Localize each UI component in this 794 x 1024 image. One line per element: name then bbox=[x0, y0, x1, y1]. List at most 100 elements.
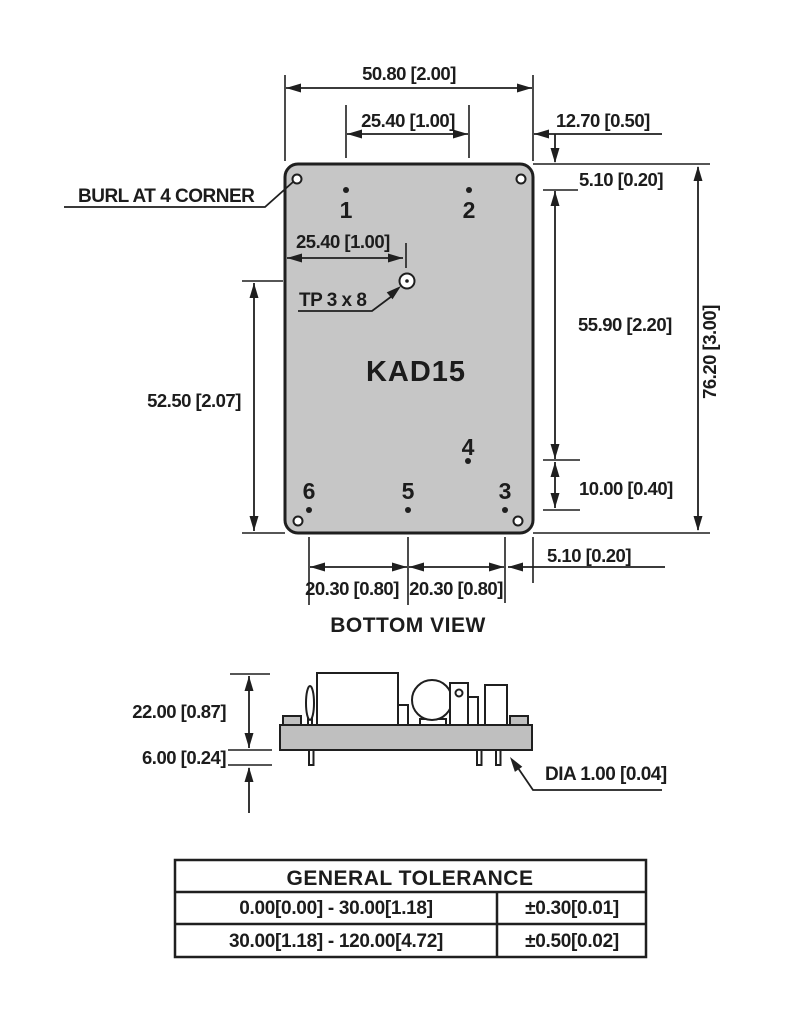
side-view: 22.00 [0.87] 6.00 [0.24] DIA 1.00 [0.04] bbox=[132, 672, 667, 813]
dim-left-span: 52.50 [2.07] bbox=[147, 280, 283, 531]
dim-right-offset: 12.70 [0.50] bbox=[534, 110, 662, 139]
dim-left-span-text: 52.50 [2.07] bbox=[147, 390, 241, 411]
table-outer-border bbox=[173, 858, 648, 959]
pin1-dot bbox=[343, 187, 349, 193]
dim-pitch-bl-arrow-right bbox=[392, 562, 407, 572]
pin1-label: 1 bbox=[340, 197, 353, 223]
side-capacitor-ellipse bbox=[305, 685, 315, 721]
dim-right-offset-arrow bbox=[534, 129, 549, 139]
dim-top-inset-arrow-down bbox=[550, 148, 560, 163]
pin6-label: 6 bbox=[303, 478, 316, 504]
table-title: GENERAL TOLERANCE bbox=[287, 867, 534, 890]
dim-left-span-arrow-down bbox=[249, 516, 259, 531]
dia-note-text: DIA 1.00 [0.04] bbox=[545, 764, 667, 785]
dim-pin4-offset-ticks bbox=[543, 459, 580, 511]
dim-side-height-arrow-down bbox=[244, 733, 254, 748]
dim-tp-offset-text: 25.40 [1.00] bbox=[296, 231, 390, 252]
dim-bottom-inset-text: 5.10 [0.20] bbox=[547, 545, 631, 566]
pin-labels: 1 2 4 6 5 3 bbox=[303, 197, 512, 504]
pin4-dot bbox=[465, 458, 471, 464]
tp-hole bbox=[398, 272, 416, 290]
side-pin-mid bbox=[476, 749, 483, 766]
tp-note: TP 3 x 8 bbox=[298, 286, 401, 312]
table-grid-lines bbox=[175, 890, 646, 957]
dim-height-right: 76.20 [3.00] bbox=[693, 166, 720, 531]
dia-leader-arrowhead bbox=[510, 757, 523, 772]
dim-pin4-offset-arrow-down bbox=[550, 493, 560, 508]
side-left-pad bbox=[282, 715, 302, 726]
pin6-dot bbox=[306, 507, 312, 513]
dim-side-height: 22.00 [0.87] bbox=[132, 673, 270, 748]
tp-leader-line bbox=[298, 295, 393, 312]
dim-pitch-br-arrow-left bbox=[409, 562, 424, 572]
table-row1-range: 0.00[0.00] - 30.00[1.18] bbox=[239, 898, 432, 919]
side-transformer-block bbox=[316, 672, 399, 726]
bottom-view: 1 2 4 6 5 3 KAD15 BURL AT 4 CORNER TP 3 … bbox=[64, 63, 720, 637]
dim-span-right-text: 55.90 [2.20] bbox=[578, 314, 672, 335]
module-body-outline bbox=[283, 162, 535, 535]
dim-pitch-bl-arrow-left bbox=[310, 562, 325, 572]
corner-holes bbox=[291, 173, 527, 527]
dim-pin4-offset-text: 10.00 [0.40] bbox=[579, 478, 673, 499]
pin5-label: 5 bbox=[402, 478, 415, 504]
dim-height-right-arrow-up bbox=[693, 166, 703, 181]
side-right-pad bbox=[509, 715, 529, 726]
module-name-label: KAD15 bbox=[366, 356, 466, 388]
pin3-label: 3 bbox=[499, 478, 512, 504]
dim-top-inset: 5.10 [0.20] bbox=[533, 134, 710, 191]
dim-pin-length: 6.00 [0.24] bbox=[142, 747, 272, 813]
pin3-dot bbox=[502, 507, 508, 513]
general-tolerance-table: GENERAL TOLERANCE 0.00[0.00] - 30.00[1.1… bbox=[173, 858, 648, 959]
tp-hole-center-dot bbox=[405, 279, 409, 283]
dim-pitch-top-arrow-left bbox=[347, 129, 362, 139]
dim-pitch-top-arrow-right bbox=[453, 129, 468, 139]
dim-height-right-text: 76.20 [3.00] bbox=[699, 305, 720, 399]
dim-width-top-extension-lines bbox=[284, 75, 534, 161]
side-pin-right bbox=[495, 749, 502, 766]
pin4-label: 4 bbox=[462, 434, 475, 460]
pin2-dot bbox=[466, 187, 472, 193]
tp-note-text: TP 3 x 8 bbox=[299, 290, 366, 311]
table-row2-tolerance: ±0.50[0.02] bbox=[525, 931, 619, 952]
dim-pin-length-text: 6.00 [0.24] bbox=[142, 747, 226, 768]
dim-width-top: 50.80 [2.00] bbox=[284, 63, 534, 161]
dim-side-height-text: 22.00 [0.87] bbox=[132, 701, 226, 722]
side-mid-component bbox=[467, 696, 479, 726]
dim-pitch-top-text: 25.40 [1.00] bbox=[361, 110, 455, 131]
dim-bottom-inset-arrow bbox=[508, 562, 523, 572]
dim-width-top-arrow-right bbox=[517, 83, 532, 93]
dia-leader-line bbox=[515, 764, 662, 791]
dim-span-right-arrow-up bbox=[550, 191, 560, 206]
side-tall-component bbox=[484, 684, 508, 726]
dim-pitch-br-arrow-right bbox=[489, 562, 504, 572]
table-row1-tolerance: ±0.30[0.01] bbox=[525, 898, 619, 919]
pin2-label: 2 bbox=[463, 197, 476, 223]
dim-tp-offset-arrow-right bbox=[388, 253, 403, 263]
dim-side-height-arrow-up bbox=[244, 676, 254, 691]
side-pin-left bbox=[308, 749, 315, 766]
dim-pin-pitch-top: 25.40 [1.00] bbox=[345, 105, 470, 158]
dia-note: DIA 1.00 [0.04] bbox=[510, 757, 667, 791]
side-component-hole bbox=[454, 688, 464, 698]
dim-height-right-arrow-down bbox=[693, 516, 703, 531]
dim-width-top-arrow-left bbox=[286, 83, 301, 93]
pin-dots bbox=[306, 187, 508, 513]
dim-bottom-inset: 5.10 [0.20] bbox=[508, 545, 665, 572]
dim-tp-offset-arrow-left bbox=[287, 253, 302, 263]
burl-leader-line bbox=[64, 181, 294, 208]
dim-left-span-arrow-up bbox=[249, 283, 259, 298]
dim-span-right-arrow-down bbox=[550, 444, 560, 459]
corner-hole-top-right bbox=[515, 173, 527, 185]
dim-pitch-top-extension-lines bbox=[345, 105, 470, 158]
bottom-view-caption: BOTTOM VIEW bbox=[330, 614, 486, 637]
burl-note: BURL AT 4 CORNER bbox=[64, 181, 294, 208]
corner-hole-top-left bbox=[291, 173, 303, 185]
side-step-component bbox=[397, 704, 409, 726]
corner-hole-bottom-left bbox=[292, 515, 304, 527]
dim-pitch-br-text: 20.30 [0.80] bbox=[409, 578, 503, 599]
dim-tp-offset: 25.40 [1.00] bbox=[287, 231, 407, 268]
dim-pitch-bl-text: 20.30 [0.80] bbox=[305, 578, 399, 599]
dim-pin-length-arrow-up bbox=[244, 767, 254, 782]
burl-note-text: BURL AT 4 CORNER bbox=[78, 186, 255, 207]
